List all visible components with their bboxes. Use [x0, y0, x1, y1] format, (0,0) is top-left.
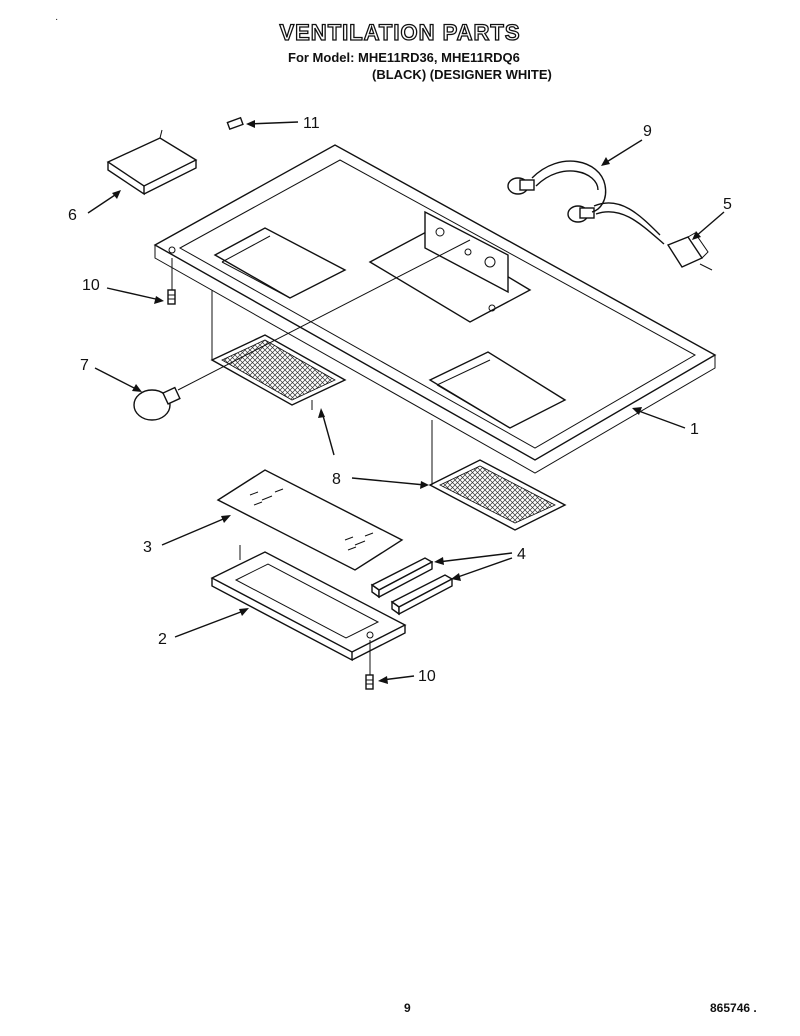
page-title: VENTILATION PARTS	[279, 19, 521, 45]
model-numbers: For Model: MHE11RD36, MHE11RDQ6	[288, 50, 520, 65]
lens-frame-part-2	[210, 545, 407, 662]
grease-filter-part-8-right	[428, 459, 567, 531]
light-lens-part-3	[216, 469, 404, 571]
bracket-part-6	[106, 129, 198, 196]
light-bulb-part-7	[133, 386, 181, 421]
callout-3: 3	[143, 539, 152, 556]
assembly-guide-lines	[171, 239, 471, 675]
callout-10-top: 10	[82, 277, 100, 294]
screw-part-11	[226, 116, 244, 131]
callout-7: 7	[80, 357, 89, 374]
callout-6: 6	[68, 207, 77, 224]
lamp-socket-part-9	[507, 160, 665, 245]
spacer-part-4	[370, 557, 454, 616]
grease-filter-part-8-left	[210, 334, 347, 406]
wire-connector-part-5	[666, 232, 713, 271]
callout-10-bottom: 10	[418, 668, 436, 685]
vent-panel-part-1	[153, 144, 717, 474]
callout-4: 4	[517, 546, 526, 563]
callout-11: 11	[303, 115, 320, 132]
callout-5: 5	[723, 196, 732, 213]
callout-1: 1	[690, 421, 699, 438]
leader-arrows	[87, 120, 725, 684]
screw-part-10-top	[167, 289, 176, 305]
corner-mark: ·	[55, 14, 59, 25]
callout-8: 8	[332, 471, 341, 488]
model-colors: (BLACK) (DESIGNER WHITE)	[372, 67, 552, 82]
callout-2: 2	[158, 631, 167, 648]
screw-part-10-bottom	[365, 674, 374, 690]
page-number: 9	[404, 1001, 411, 1015]
document-number: 865746 .	[710, 1001, 757, 1015]
callout-9: 9	[643, 123, 652, 140]
